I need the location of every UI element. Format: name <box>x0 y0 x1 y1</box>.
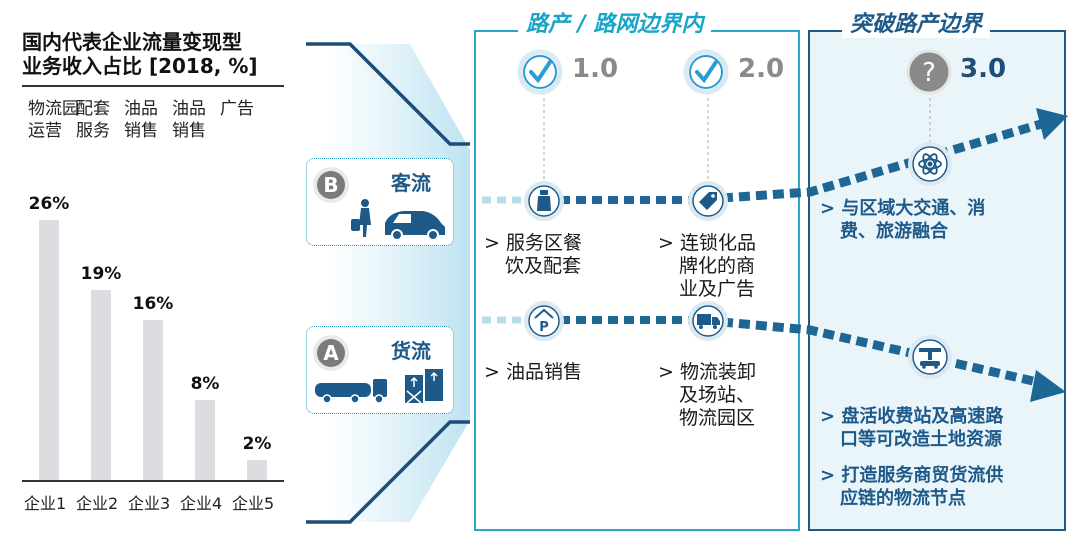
bar-企业2 <box>91 290 111 480</box>
category-label: 物流园运营 <box>28 99 79 141</box>
bullet-supply-chain-node: > 打造服务商贸货流供 应链的物流节点 <box>820 465 1004 509</box>
toll-icon <box>908 335 952 379</box>
cargo-flow-segment-2 <box>721 317 1048 389</box>
value-label: 26% <box>28 194 70 214</box>
cargo-arrowhead <box>1030 370 1066 402</box>
funnel-line-bottom <box>306 420 470 524</box>
passenger-flow-segment-2 <box>721 117 1050 203</box>
flow-box-passenger: B 客流 <box>306 158 454 246</box>
x-tick-label: 企业1 <box>24 494 67 513</box>
bullet-oil-sales: > 油品销售 <box>484 361 582 383</box>
panel-title-beyond: 突破路产边界 <box>842 6 991 38</box>
flow-letter-a: A <box>317 339 345 367</box>
bar-企业5 <box>247 460 267 480</box>
bar-企业1 <box>39 220 59 480</box>
value-label: 2% <box>242 434 272 454</box>
x-tick-label: 企业3 <box>128 494 171 513</box>
atom-icon <box>908 142 952 186</box>
truck-boxes-icon <box>315 369 443 404</box>
bullet-chain-brand-commerce: > 连锁化品 牌化的商 业及广告 <box>658 232 756 300</box>
passenger-arrowhead <box>1036 108 1068 140</box>
tag-icon <box>688 181 728 221</box>
x-tick-label: 企业4 <box>180 494 223 513</box>
traveler-car-icon <box>351 199 445 241</box>
category-label: 配套服务 <box>76 99 110 141</box>
panel-title-within: 路产 / 路网边界内 <box>518 6 712 38</box>
flow-letter-b: B <box>317 171 345 199</box>
funnel-line-top <box>306 42 470 146</box>
bar-企业3 <box>143 320 163 480</box>
category-label: 油品销售 <box>172 99 206 141</box>
title-divider <box>22 85 284 87</box>
category-label: 广告 <box>220 99 254 119</box>
drink-icon <box>524 181 564 221</box>
flow-label-cargo: 货流 <box>391 339 431 363</box>
version-1: 1.0 <box>572 54 619 84</box>
flow-label-passenger: 客流 <box>391 171 431 195</box>
value-label: 19% <box>80 264 122 284</box>
x-axis <box>22 480 284 482</box>
svg-text:P: P <box>539 320 549 335</box>
value-label: 16% <box>132 294 174 314</box>
x-tick-label: 企业5 <box>232 494 275 513</box>
value-label: 8% <box>190 374 220 394</box>
x-tick-label: 企业2 <box>76 494 119 513</box>
bullet-logistics: > 物流装卸 及场站、 物流园区 <box>658 361 756 429</box>
check-icon <box>683 49 729 95</box>
truck-icon <box>688 301 728 341</box>
version-2: 2.0 <box>738 54 785 84</box>
bullet-service-area-dining: > 服务区餐 饮及配套 <box>484 232 582 277</box>
parking-icon: P <box>524 301 564 341</box>
question-icon: ? <box>906 49 952 95</box>
svg-text:?: ? <box>922 58 936 88</box>
bar-企业4 <box>195 400 215 480</box>
bullet-regional-integration: > 与区域大交通、消 费、旅游融合 <box>820 198 986 242</box>
flow-box-cargo: A 货流 <box>306 326 454 414</box>
chart-title: 国内代表企业流量变现型 业务收入占比 [2018, %] <box>22 30 258 78</box>
version-3: 3.0 <box>960 54 1007 84</box>
bullet-land-resources: > 盘活收费站及高速路 口等可改造土地资源 <box>820 406 1004 450</box>
category-label: 油品销售 <box>124 99 158 141</box>
check-icon <box>517 49 563 95</box>
